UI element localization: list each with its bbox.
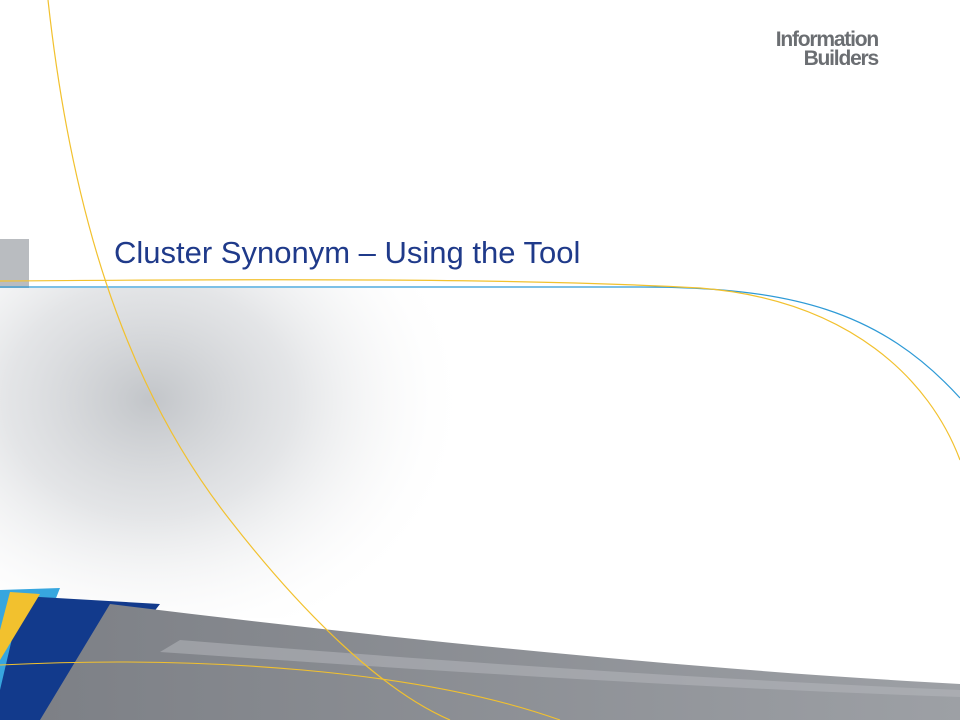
information-builders-logo: Information Builders	[766, 28, 880, 70]
logo-line-2: Builders	[803, 47, 880, 70]
slide-title: Cluster Synonym – Using the Tool	[114, 235, 581, 270]
gray-band	[40, 604, 960, 720]
gold-arc-lower	[0, 661, 561, 720]
gray-gradient-area	[0, 288, 520, 618]
title-rule-blue	[0, 286, 960, 399]
yellow-band-accent	[0, 592, 40, 660]
title-rule-gold	[0, 279, 960, 461]
gold-arc	[47, 0, 451, 720]
logo-line-1: Information	[775, 28, 879, 51]
title-marker-square	[0, 239, 29, 288]
gray-band-highlight	[160, 640, 960, 697]
